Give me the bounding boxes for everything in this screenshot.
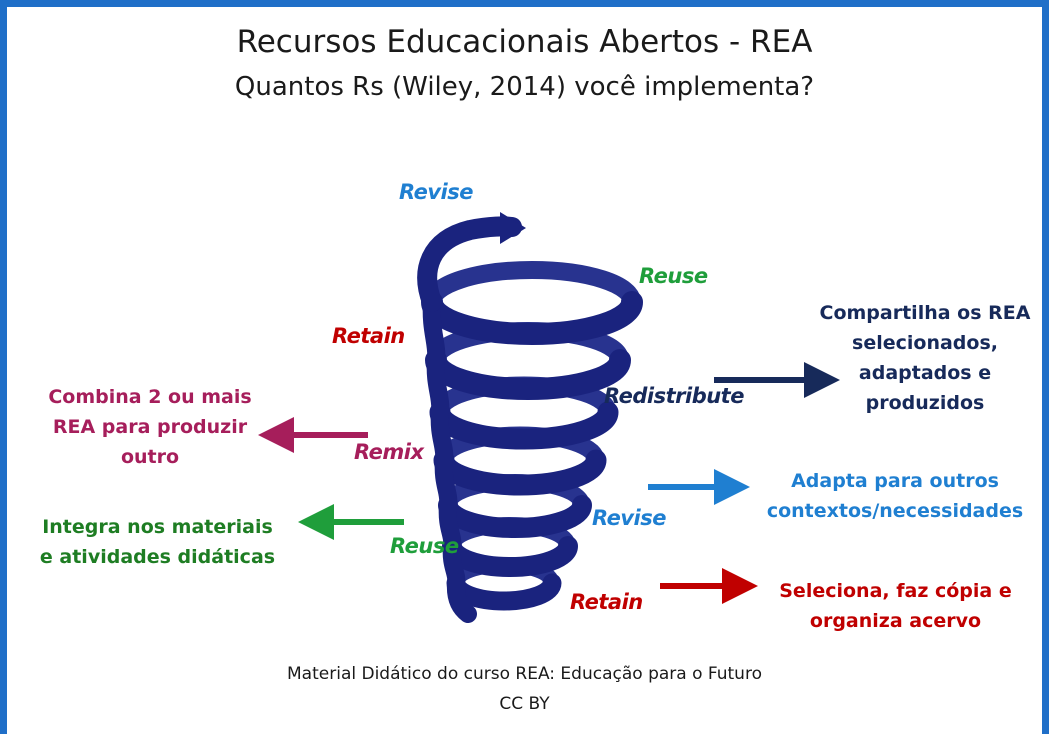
desc-redistribute-line: Compartilha os REA	[819, 302, 1031, 324]
label-retain: Retain	[570, 590, 643, 614]
slide-subtitle: Quantos Rs (Wiley, 2014) você implementa…	[234, 72, 815, 102]
label-revise: Revise	[592, 506, 667, 530]
label-revise-top: Revise	[399, 180, 474, 204]
desc-revise: Adapta para outros contextos/necessidade…	[750, 466, 1040, 526]
desc-remix-line: outro	[120, 446, 180, 468]
desc-remix: Combina 2 ou mais REA para produzir outr…	[25, 382, 275, 472]
desc-revise-line: contextos/necessidades	[766, 500, 1024, 522]
desc-reuse: Integra nos materiais e atividades didát…	[20, 512, 295, 572]
footer-credit: Material Didático do curso REA: Educação…	[287, 664, 762, 684]
footer-license: CC BY	[499, 694, 550, 714]
desc-retain-line: Seleciona, faz cópia e	[779, 580, 1012, 602]
desc-redistribute-line: produzidos	[865, 392, 985, 414]
desc-redistribute: Compartilha os REA selecionados, adaptad…	[800, 298, 1049, 418]
label-retain-top: Retain	[332, 324, 405, 348]
slide-title: Recursos Educacionais Abertos - REA	[236, 24, 813, 60]
desc-redistribute-line: selecionados,	[852, 332, 998, 354]
desc-redistribute-line: adaptados e	[858, 362, 992, 384]
desc-reuse-line: Integra nos materiais	[42, 516, 273, 538]
spiral-coils	[417, 212, 643, 623]
desc-retain: Seleciona, faz cópia e organiza acervo	[758, 576, 1033, 636]
desc-retain-line: organiza acervo	[809, 610, 982, 632]
label-remix: Remix	[354, 440, 424, 464]
desc-revise-line: Adapta para outros	[791, 470, 999, 492]
desc-remix-line: Combina 2 ou mais	[48, 386, 252, 408]
desc-remix-line: REA para produzir	[52, 416, 248, 438]
label-reuse-top: Reuse	[639, 264, 708, 288]
label-redistribute: Redistribute	[604, 384, 744, 408]
label-reuse: Reuse	[390, 534, 459, 558]
desc-reuse-line: e atividades didáticas	[39, 546, 276, 568]
